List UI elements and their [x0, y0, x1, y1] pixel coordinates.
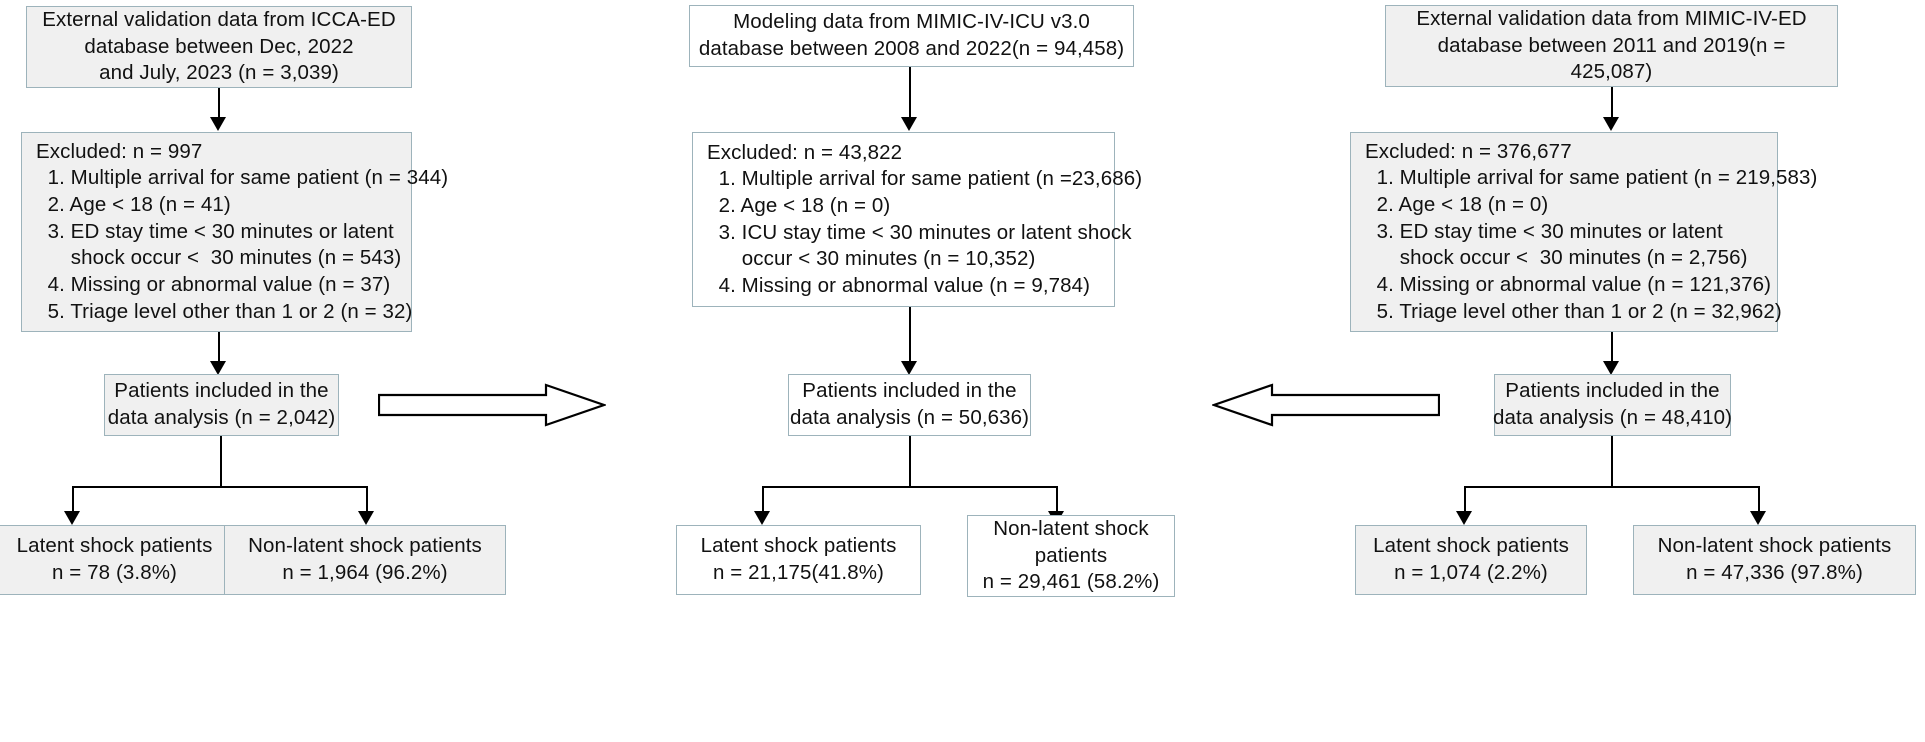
outcome-line: Latent shock patients	[1373, 534, 1569, 558]
arrowhead-icon	[210, 117, 226, 131]
arrowhead-icon	[1456, 511, 1472, 525]
connector-to-outcome-2b	[1056, 486, 1058, 520]
included-line: Patients included in the	[114, 379, 329, 403]
excluded-item: 4. Missing or abnormal value (n = 9,784)	[707, 273, 1091, 297]
outcome-line: n = 29,461 (58.2%)	[982, 570, 1160, 594]
excluded-box-mimic-icu: Excluded: n = 43,822 1. Multiple arrival…	[692, 132, 1142, 307]
arrowhead-icon	[901, 361, 917, 375]
included-line: data analysis (n = 2,042)	[107, 406, 336, 429]
excluded-item: shock occur < 30 minutes (n = 543)	[36, 246, 402, 270]
arrowhead-icon	[358, 511, 374, 525]
outcome-box-mimic-ed-nonlatent: Non-latent shock patients n = 47,336 (97…	[1633, 525, 1916, 595]
excluded-item: 1. Multiple arrival for same patient (n …	[1365, 166, 1818, 190]
source-box-mimic-ed: External validation data from MIMIC-IV-E…	[1385, 5, 1838, 87]
cross-arrow-right-to-center-icon	[1212, 383, 1440, 427]
outcome-box-icca-ed-nonlatent: Non-latent shock patients n = 1,964 (96.…	[224, 525, 506, 595]
source-line: 425,087)	[1570, 60, 1653, 84]
arrowhead-icon	[901, 117, 917, 131]
included-box-mimic-icu: Patients included in the data analysis (…	[788, 374, 1031, 436]
outcome-line: n = 47,336 (97.8%)	[1686, 561, 1863, 584]
included-line: data analysis (n = 50,636)	[789, 406, 1030, 429]
excluded-item: 3. ED stay time < 30 minutes or latent	[36, 219, 394, 243]
connector-to-outcome-3a	[1464, 486, 1466, 520]
connector-source-to-excluded-2	[909, 67, 911, 126]
excluded-header: Excluded: n = 43,822	[707, 140, 903, 164]
outcome-line: n = 21,175(41.8%)	[713, 561, 884, 584]
excluded-item: 2. Age < 18 (n = 0)	[1365, 193, 1549, 217]
included-line: Patients included in the	[1505, 379, 1720, 403]
outcome-line: Latent shock patients	[16, 534, 213, 558]
cross-arrow-left-to-center-icon	[378, 383, 606, 427]
included-line: Patients included in the	[802, 379, 1017, 403]
outcome-line: n = 78 (3.8%)	[52, 561, 177, 584]
source-line: database between Dec, 2022	[84, 34, 354, 58]
source-line: External validation data from MIMIC-IV-E…	[1416, 7, 1807, 31]
excluded-item: 5. Triage level other than 1 or 2 (n = 3…	[1365, 299, 1782, 323]
connector-to-outcome-1b	[366, 486, 368, 520]
included-box-mimic-ed: Patients included in the data analysis (…	[1492, 374, 1733, 436]
connector-excluded-to-included-3	[1611, 332, 1613, 370]
excluded-item: 2. Age < 18 (n = 0)	[707, 193, 891, 217]
source-box-icca-ed: External validation data from ICCA-ED da…	[26, 6, 412, 88]
arrowhead-icon	[210, 361, 226, 375]
included-line: data analysis (n = 48,410)	[1492, 406, 1733, 429]
outcome-line: Latent shock patients	[700, 534, 897, 558]
connector-included-stem-2	[909, 436, 911, 486]
source-line: database between 2011 and 2019(n =	[1437, 33, 1786, 57]
outcome-box-icca-ed-latent: Latent shock patients n = 78 (3.8%)	[0, 525, 232, 595]
excluded-header: Excluded: n = 997	[36, 139, 203, 163]
excluded-item: 5. Triage level other than 1 or 2 (n = 3…	[36, 299, 413, 323]
outcome-box-mimic-icu-latent: Latent shock patients n = 21,175(41.8%)	[676, 525, 921, 595]
outcome-line: n = 1,074 (2.2%)	[1394, 561, 1548, 584]
excluded-box-icca-ed: Excluded: n = 997 1. Multiple arrival fo…	[21, 132, 448, 332]
connector-excluded-to-included-1	[218, 332, 220, 370]
arrowhead-icon	[1603, 117, 1619, 131]
outcome-line: Non-latent shock patients	[1657, 534, 1892, 558]
excluded-item: occur < 30 minutes (n = 10,352)	[707, 247, 1036, 271]
outcome-line: n = 1,964 (96.2%)	[282, 561, 448, 584]
outcome-box-mimic-ed-latent: Latent shock patients n = 1,074 (2.2%)	[1355, 525, 1587, 595]
connector-included-split-2	[762, 486, 1057, 488]
connector-included-split-1	[72, 486, 367, 488]
connector-excluded-to-included-2	[909, 307, 911, 370]
source-line: database between 2008 and 2022(n = 94,45…	[698, 37, 1125, 60]
excluded-item: 3. ICU stay time < 30 minutes or latent …	[707, 220, 1132, 244]
excluded-header: Excluded: n = 376,677	[1365, 139, 1572, 163]
connector-to-outcome-3b	[1758, 486, 1760, 520]
excluded-item: 1. Multiple arrival for same patient (n …	[707, 167, 1143, 191]
source-line: External validation data from ICCA-ED	[42, 8, 396, 32]
connector-included-split-3	[1464, 486, 1759, 488]
arrowhead-icon	[1750, 511, 1766, 525]
excluded-item: 1. Multiple arrival for same patient (n …	[36, 166, 449, 190]
excluded-item: 4. Missing or abnormal value (n = 121,37…	[1365, 272, 1772, 296]
excluded-item: 4. Missing or abnormal value (n = 37)	[36, 272, 391, 296]
connector-to-outcome-1a	[72, 486, 74, 520]
excluded-item: 3. ED stay time < 30 minutes or latent	[1365, 219, 1723, 243]
included-box-icca-ed: Patients included in the data analysis (…	[104, 374, 339, 436]
source-line: Modeling data from MIMIC-IV-ICU v3.0	[733, 10, 1090, 34]
outcome-box-mimic-icu-nonlatent: Non-latent shock patients n = 29,461 (58…	[967, 515, 1175, 597]
source-line: and July, 2023 (n = 3,039)	[99, 61, 339, 85]
excluded-item: shock occur < 30 minutes (n = 2,756)	[1365, 246, 1748, 270]
connector-to-outcome-2a	[762, 486, 764, 520]
arrowhead-icon	[64, 511, 80, 525]
arrowhead-icon	[1603, 361, 1619, 375]
excluded-item: 2. Age < 18 (n = 41)	[36, 193, 231, 217]
excluded-box-mimic-ed: Excluded: n = 376,677 1. Multiple arriva…	[1350, 132, 1817, 332]
connector-source-to-excluded-1	[218, 88, 220, 126]
outcome-line: Non-latent shock patients	[248, 534, 482, 558]
source-box-mimic-icu: Modeling data from MIMIC-IV-ICU v3.0 dat…	[689, 5, 1134, 67]
connector-source-to-excluded-3	[1611, 87, 1613, 126]
connector-included-stem-1	[220, 436, 222, 486]
outcome-line: Non-latent shock	[993, 517, 1149, 541]
outcome-line: patients	[1034, 543, 1108, 567]
arrowhead-icon	[754, 511, 770, 525]
connector-included-stem-3	[1611, 436, 1613, 486]
